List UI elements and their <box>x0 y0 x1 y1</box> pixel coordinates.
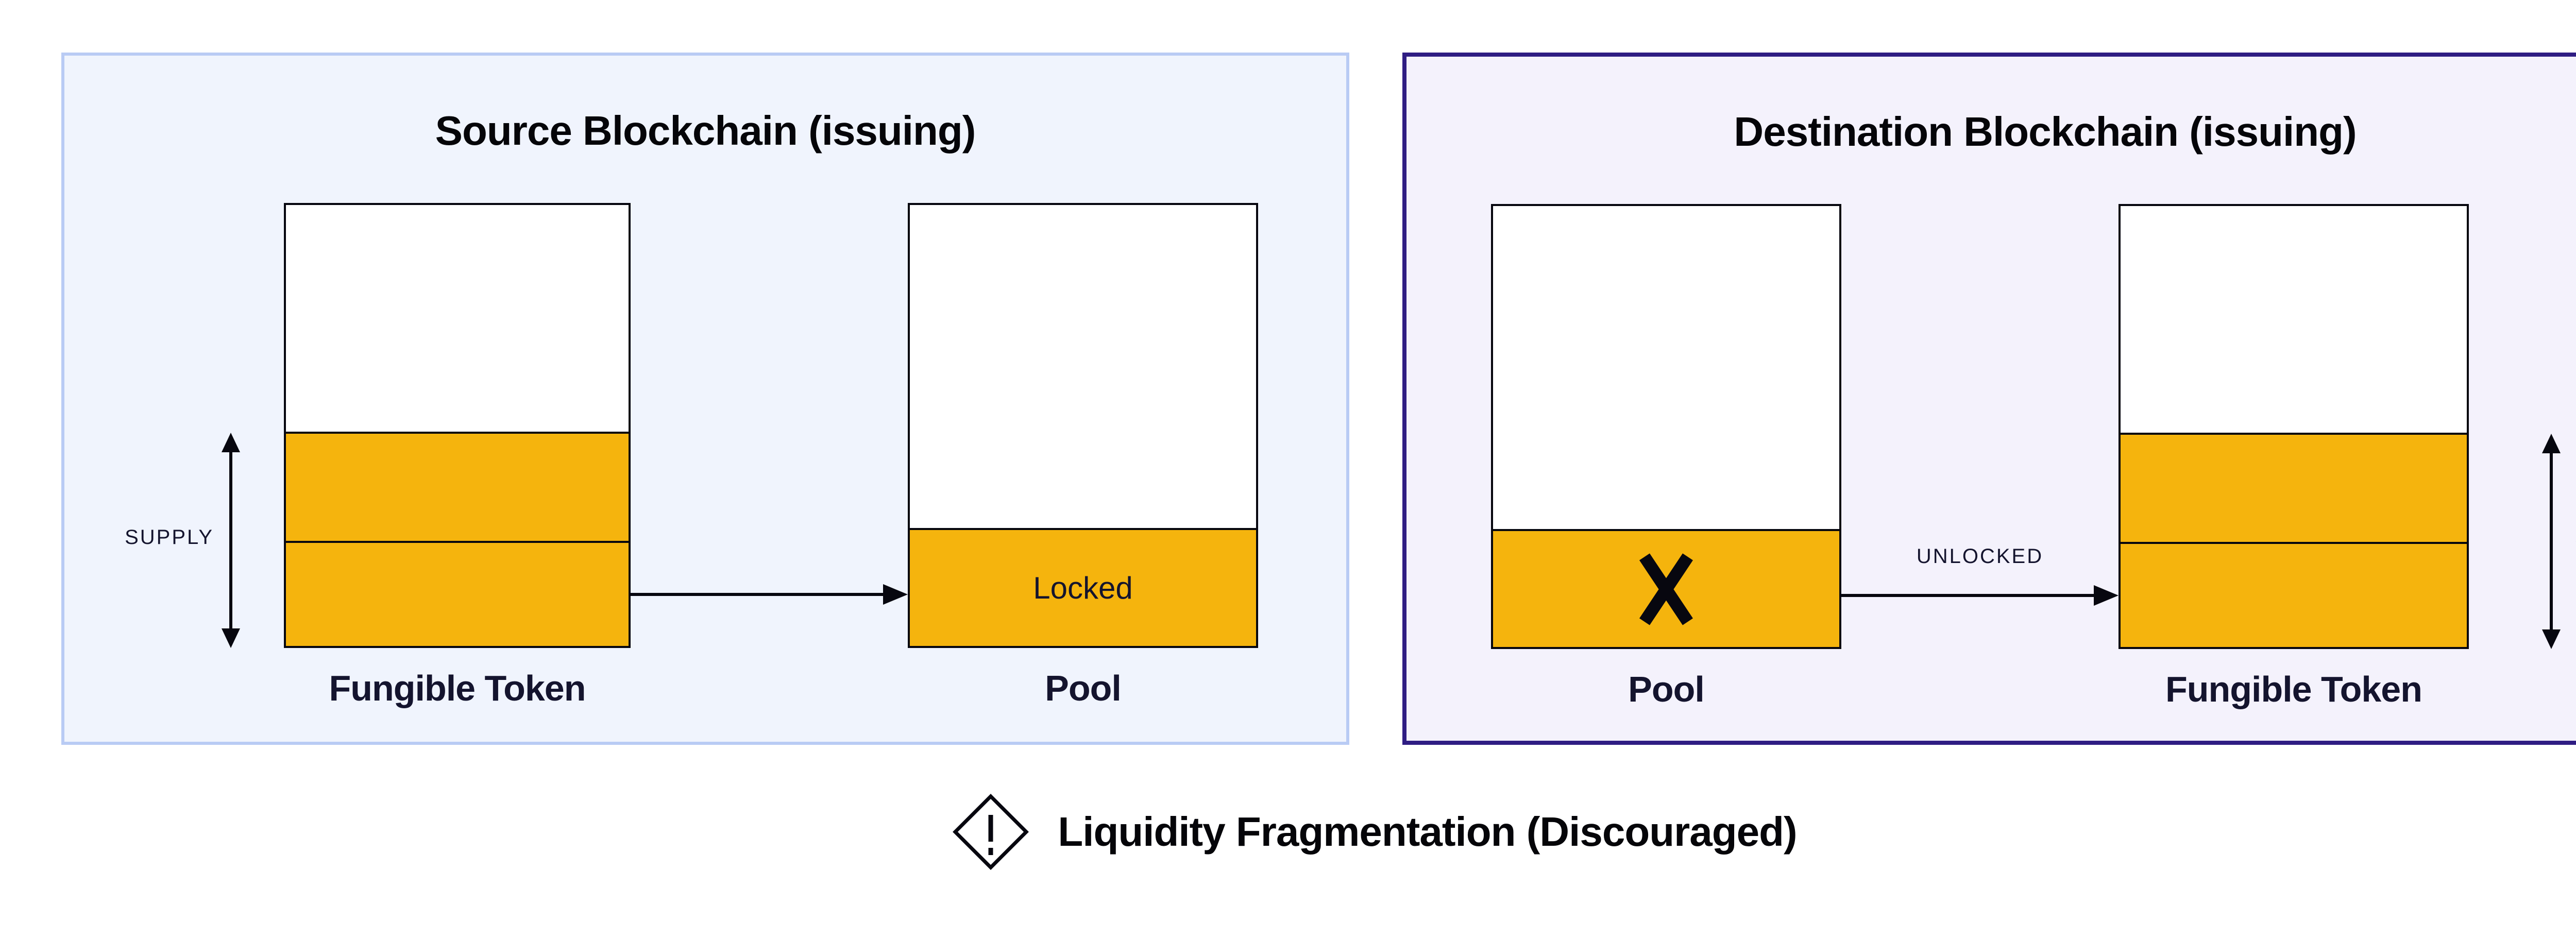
source-ft-supply-segment-lower <box>286 540 629 646</box>
destination-supply-label: SUPPLY <box>2575 527 2576 550</box>
destination-ft-unminted-segment <box>2121 206 2467 433</box>
source-blockchain-panel: Source Blockchain (issuing) SUPPLY Fungi… <box>61 53 1349 745</box>
source-supply-label: SUPPLY <box>125 526 214 549</box>
destination-blockchain-panel: Destination Blockchain (issuing) Pool UN… <box>1402 53 2576 745</box>
source-pool-label: Pool <box>1045 668 1122 708</box>
source-ft-unminted-segment <box>286 205 629 432</box>
source-panel-title: Source Blockchain (issuing) <box>435 108 976 154</box>
destination-ft-supply-segment-lower <box>2121 541 2467 647</box>
caption-text: Liquidity Fragmentation (Discouraged) <box>1058 809 1797 855</box>
x-mark-icon <box>1639 553 1693 625</box>
destination-fungible-token-bar <box>2119 204 2469 649</box>
destination-pool-crossed-segment <box>1493 529 1839 647</box>
caption: Liquidity Fragmentation (Discouraged) <box>0 793 2576 871</box>
warning-diamond-icon <box>953 794 1029 870</box>
unlocked-label: UNLOCKED <box>1916 545 2044 568</box>
source-fungible-token-bar <box>284 203 631 648</box>
destination-panel-title: Destination Blockchain (issuing) <box>1734 109 2357 155</box>
source-pool-bar: Locked <box>908 203 1258 648</box>
locked-label: Locked <box>1033 571 1133 606</box>
source-supply-range-arrow <box>222 433 240 648</box>
destination-pool-empty-segment <box>1493 206 1839 529</box>
destination-pool-label: Pool <box>1628 669 1705 709</box>
source-fungible-token-label: Fungible Token <box>329 668 586 708</box>
destination-pool-bar <box>1491 204 1841 649</box>
source-ft-supply-segment-upper <box>286 431 629 541</box>
destination-unlock-arrow <box>1841 585 2119 606</box>
source-pool-empty-segment <box>910 205 1256 528</box>
destination-ft-supply-segment-upper <box>2121 432 2467 542</box>
destination-supply-range-arrow <box>2542 434 2561 649</box>
source-pool-locked-segment: Locked <box>910 528 1256 646</box>
source-lock-arrow <box>631 584 908 605</box>
destination-fungible-token-label: Fungible Token <box>2165 669 2422 709</box>
